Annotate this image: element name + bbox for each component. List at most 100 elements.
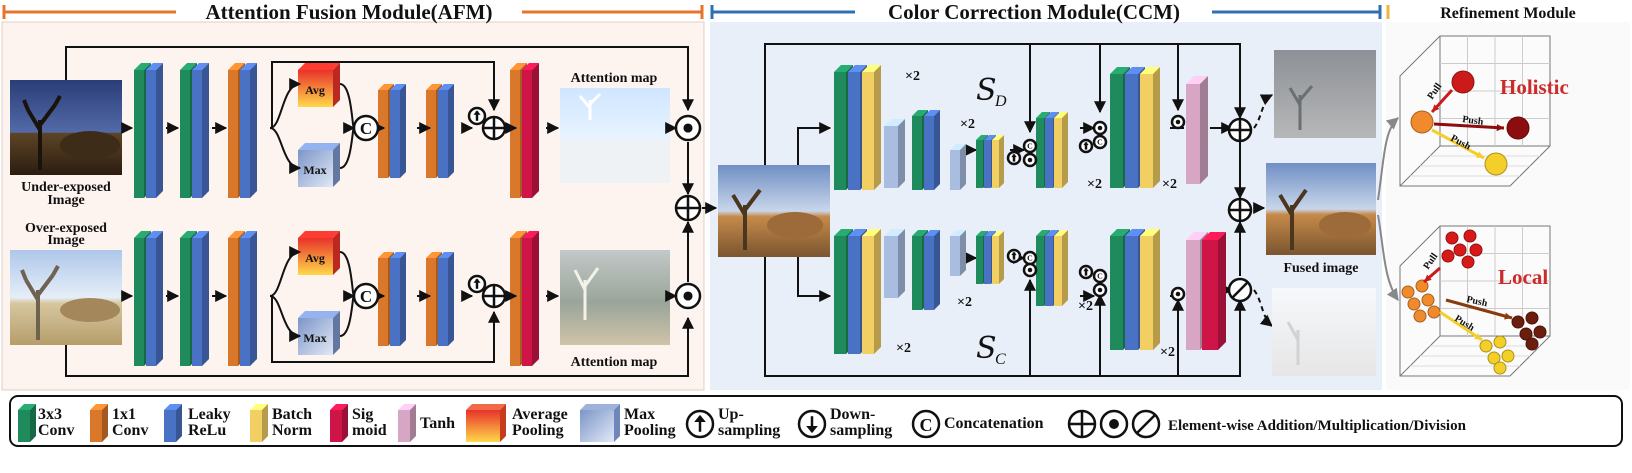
x2-label-0: ×2 — [905, 69, 920, 84]
afm-bottom-stack-1-layer-1 — [146, 231, 163, 366]
x2-label-4: ×2 — [896, 341, 911, 356]
refine-title: Refinement Module — [1440, 5, 1576, 22]
attention-map-bottom — [560, 250, 670, 345]
sd-label: S D — [976, 73, 1007, 110]
legend-leaky-l1: Leaky — [188, 406, 231, 423]
afm-top-stack-6 — [510, 63, 539, 198]
afm-bottom-stack-1 — [134, 231, 163, 366]
afm-top-stack-1 — [134, 63, 163, 198]
ccm-bot-mul-1 — [1022, 262, 1038, 278]
local-positive-1 — [1463, 229, 1477, 243]
ccm-bot-down-2 — [950, 230, 966, 276]
local-positive-2 — [1453, 243, 1467, 257]
ccm-title: Color Correction Module(CCM) — [888, 0, 1180, 24]
ccm-add-top — [1227, 117, 1253, 143]
afm-bottom-stack-5-layer-1 — [438, 252, 454, 346]
sc-label: S C — [976, 331, 1006, 368]
ccm-gray-output — [1274, 50, 1376, 138]
ccm-top-stack-2 — [912, 110, 940, 190]
local-push-text-1: Push — [1465, 294, 1488, 309]
legend-swatch-sig — [330, 404, 348, 442]
holistic-push-arrow-1 — [1433, 122, 1505, 132]
legend-ops-text: Element-wise Addition/Multiplication/Div… — [1168, 418, 1467, 434]
local-negative-4 — [1525, 337, 1539, 351]
afm-mul-top — [674, 114, 702, 142]
legend-swatch-bn — [250, 404, 268, 442]
legend-leaky-l2: ReLu — [188, 422, 226, 439]
max-pool-top-label: Max — [303, 163, 326, 177]
local-positive-5 — [1441, 249, 1455, 263]
over-label-2: Image — [47, 233, 84, 248]
x2-label-3: ×2 — [1162, 177, 1177, 192]
local-negative-3 — [1533, 325, 1547, 339]
legend-sig-l1: Sig — [352, 406, 373, 423]
ccm-top-down-1 — [884, 119, 905, 188]
afm-bottom-stack-2 — [180, 231, 209, 366]
ccm-bot-concat-1: C — [1022, 250, 1038, 266]
local-yellow-2 — [1487, 351, 1501, 365]
ccm-connections — [764, 43, 1266, 377]
afm-bottom-stack-6 — [510, 231, 539, 366]
legend-add-icon — [1067, 409, 1097, 439]
x2-label-1: ×2 — [960, 117, 975, 132]
over-exposed-image — [10, 250, 122, 345]
legend-bn-l2: Norm — [272, 422, 313, 439]
ccm-bot-stack-4 — [1036, 230, 1068, 306]
local-pull-arrow — [1423, 266, 1441, 284]
svg-text:C: C — [1027, 254, 1033, 263]
ccm-top-down-2 — [950, 144, 966, 190]
ccm-bot-concat-2: C — [1092, 268, 1108, 284]
ccm-top-mul-2 — [1092, 120, 1108, 136]
ccm-bot-sigmoid — [1202, 232, 1226, 350]
avg-pool-bottom-label: Avg — [305, 251, 325, 265]
afm-mul-bottom — [674, 282, 702, 310]
afm-concat-top: C — [360, 119, 372, 138]
local-yellow-4 — [1493, 361, 1507, 375]
attention-map-top — [560, 88, 670, 183]
legend-sig-l2: moid — [352, 422, 387, 439]
x2-label-2: ×2 — [1087, 177, 1102, 192]
holistic-negative-1 — [1506, 116, 1530, 140]
ccm-add-fuse — [1227, 197, 1253, 223]
svg-text:C: C — [920, 415, 933, 435]
afm-bottom-stack-6-layer-1 — [522, 231, 539, 366]
under-label-1: Under-exposed — [21, 180, 111, 195]
ccm-bot-mul-3 — [1170, 286, 1186, 302]
max-pool-bottom: Max — [298, 311, 340, 355]
holistic-positive — [1451, 70, 1475, 94]
under-exposed-image — [10, 80, 122, 175]
avg-pool-top-label: Avg — [305, 83, 325, 97]
ccm-top-up-2 — [1078, 138, 1094, 154]
x2-label-5: ×2 — [957, 295, 972, 310]
afm-top-stack-4-layer-1 — [390, 84, 406, 178]
afm-bottom-stack-2-layer-1 — [192, 231, 209, 366]
legend-maxpool-l1: Max — [624, 406, 655, 423]
local-negative-0 — [1511, 315, 1525, 329]
afm-elementwise-ops — [467, 106, 702, 310]
ccm-top-stack-5 — [1110, 67, 1160, 188]
legend-upsample-icon — [685, 409, 715, 439]
local-negative-2 — [1519, 327, 1533, 341]
local-label: Local — [1498, 265, 1548, 289]
legend-conv1-l2: Conv — [112, 422, 148, 439]
ccm-white-output — [1272, 288, 1376, 376]
ccm-input-image — [718, 165, 830, 257]
local-anchor-2 — [1407, 297, 1421, 311]
legend-conv1-l1: 1x1 — [112, 406, 136, 423]
ccm-bot-stack-5-layer-2 — [1140, 229, 1160, 350]
sd-main: S — [976, 73, 997, 108]
afm-operators: C C — [352, 114, 380, 310]
afm-top-stack-1-layer-1 — [146, 63, 163, 198]
ccm-bot-stack-5 — [1110, 229, 1160, 350]
ccm-top-mul-3 — [1170, 114, 1186, 130]
ccm-bot-stack-1 — [834, 229, 881, 354]
afm-top-stack-4 — [378, 84, 406, 178]
local-push-arrow-1 — [1445, 298, 1513, 320]
ccm-div-bottom — [1227, 277, 1253, 303]
ccm-layers — [834, 65, 1226, 354]
ccm-top-stack-2-layer-1 — [924, 110, 940, 190]
